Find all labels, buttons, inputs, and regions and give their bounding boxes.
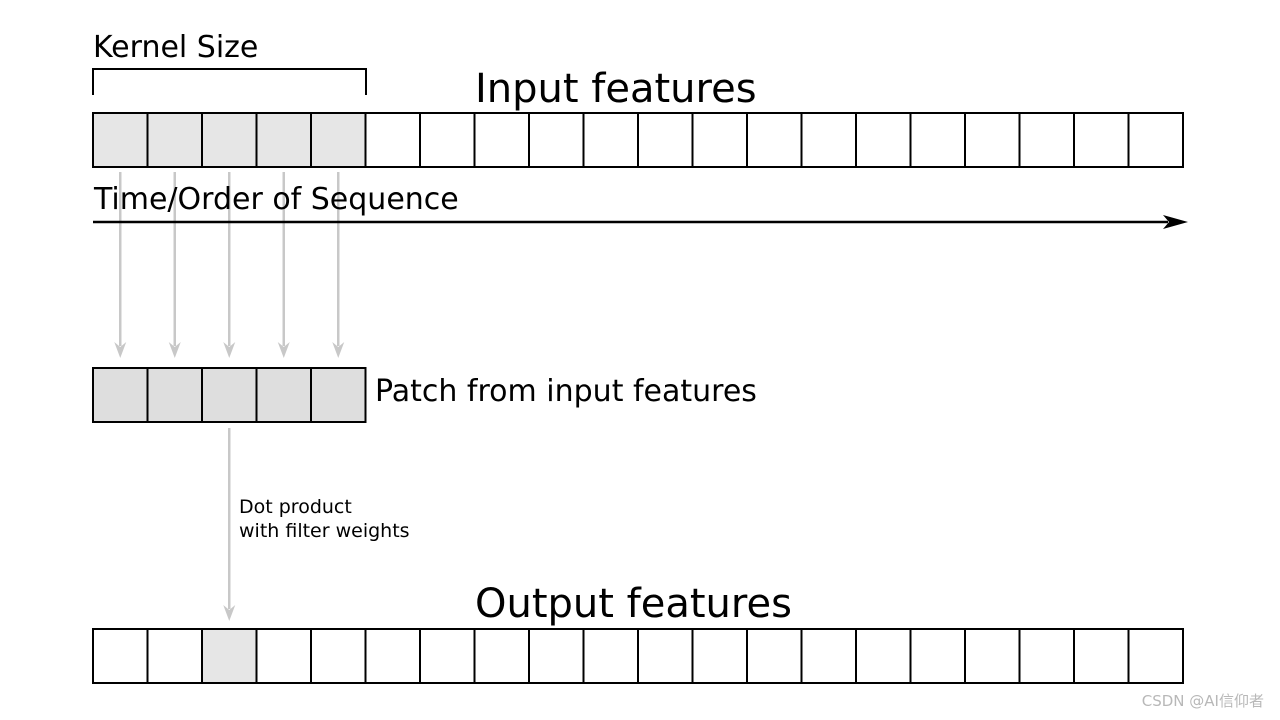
patch-cell <box>201 367 258 423</box>
input-cell <box>364 112 421 168</box>
dot-product-label: Dot product <box>239 496 352 518</box>
patch-arrow-head <box>223 342 236 358</box>
input-cell <box>473 112 530 168</box>
input-cell <box>800 112 857 168</box>
patch-arrow-head <box>168 342 181 358</box>
output-cell <box>746 628 803 684</box>
input-cell <box>201 112 258 168</box>
dot-product-arrow <box>223 428 236 621</box>
watermark: CSDN @AI信仰者 <box>1141 692 1264 710</box>
output-features-title: Output features <box>475 581 792 627</box>
patch-cell <box>255 367 312 423</box>
output-cell <box>691 628 748 684</box>
output-cell <box>1073 628 1130 684</box>
input-cell <box>146 112 203 168</box>
patch-arrow-head <box>277 342 290 358</box>
input-cell <box>582 112 639 168</box>
patch-arrow-head <box>114 342 127 358</box>
output-cell <box>855 628 912 684</box>
input-features-title: Input features <box>475 66 757 112</box>
patch-arrow-head <box>332 342 345 358</box>
output-cell <box>800 628 857 684</box>
patch-row <box>92 367 367 423</box>
dot-product-arrow-line-head <box>223 605 236 621</box>
output-cell <box>419 628 476 684</box>
input-cell <box>964 112 1021 168</box>
kernel-bracket <box>92 68 367 95</box>
kernel-size-label: Kernel Size <box>93 30 259 65</box>
input-feature-row <box>92 112 1184 168</box>
patch-cell <box>92 367 149 423</box>
input-cell <box>746 112 803 168</box>
output-cell <box>1127 628 1184 684</box>
time-axis-arrow <box>93 215 1188 229</box>
output-cell <box>146 628 203 684</box>
output-cell <box>637 628 694 684</box>
output-cell <box>909 628 966 684</box>
output-cell <box>255 628 312 684</box>
output-cell <box>582 628 639 684</box>
input-cell <box>909 112 966 168</box>
input-cell <box>1127 112 1184 168</box>
input-cell <box>92 112 149 168</box>
input-cell <box>528 112 585 168</box>
patch-arrows <box>114 172 345 358</box>
input-cell <box>1018 112 1075 168</box>
output-cell <box>310 628 367 684</box>
input-cell <box>419 112 476 168</box>
input-cell <box>637 112 694 168</box>
input-cell <box>691 112 748 168</box>
output-cell <box>92 628 149 684</box>
patch-cell <box>310 367 367 423</box>
input-cell <box>255 112 312 168</box>
input-cell <box>1073 112 1130 168</box>
output-cell <box>201 628 258 684</box>
output-cell <box>964 628 1021 684</box>
output-cell <box>1018 628 1075 684</box>
input-cell <box>310 112 367 168</box>
patch-label: Patch from input features <box>375 374 757 409</box>
output-feature-row <box>92 628 1184 684</box>
patch-cell <box>146 367 203 423</box>
output-cell <box>364 628 421 684</box>
filter-weights-label: with filter weights <box>239 520 410 542</box>
time-axis-label: Time/Order of Sequence <box>94 182 459 217</box>
input-cell <box>855 112 912 168</box>
output-cell <box>473 628 530 684</box>
output-cell <box>528 628 585 684</box>
